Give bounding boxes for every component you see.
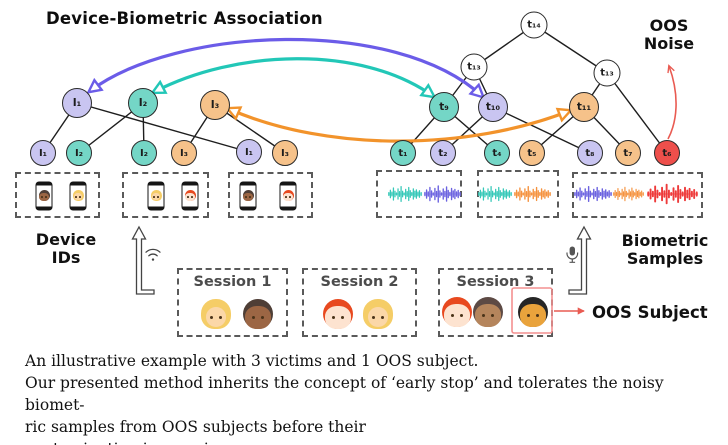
device-group-1-box <box>15 172 100 218</box>
node-t6-oos: t₆ <box>654 140 680 166</box>
face-dark-skinned-man-icon <box>242 189 254 201</box>
waveform-orange-icon <box>514 185 551 203</box>
face-blonde-woman-icon <box>201 299 231 329</box>
phone-icon-red-man-1 <box>181 181 199 211</box>
upload-arrow-right <box>568 225 592 295</box>
face-blonde-woman-icon <box>150 189 162 201</box>
figure-caption: An illustrative example with 3 victims a… <box>25 350 728 445</box>
node-device-leaf-I2b: I₂ <box>131 140 157 166</box>
wifi-icon <box>145 248 161 261</box>
node-device-leaf-I1a: I₁ <box>30 140 56 166</box>
figure-title: Device-Biometric Association <box>46 9 323 28</box>
device-ids-label: Device IDs <box>35 230 97 267</box>
phone-icon-blonde-woman-2 <box>147 181 165 211</box>
association-arrow-teal <box>154 57 433 96</box>
node-t13-right: t₁₃ <box>593 59 621 87</box>
face-red-haired-man-icon <box>282 189 294 201</box>
node-device-leaf-I2a: I₂ <box>66 140 92 166</box>
oos-noise-label: OOS Noise <box>643 16 695 53</box>
device-group-3-box <box>228 172 313 218</box>
device-group-2-box <box>122 172 209 218</box>
node-t1: t₁ <box>390 140 416 166</box>
waveform-purple-icon <box>424 185 461 203</box>
node-device-cluster-I1: I₁ <box>62 88 92 118</box>
node-t8: t₈ <box>577 140 603 166</box>
session-2-title: Session 2 <box>320 274 399 290</box>
node-device-leaf-I3a: I₃ <box>171 140 197 166</box>
biometric-tree-edges <box>402 24 668 154</box>
biometric-samples-label: Biometric Samples <box>621 231 709 268</box>
face-oos-subject-man-icon <box>518 297 548 327</box>
session-1-title: Session 1 <box>193 274 272 290</box>
microphone-icon <box>566 246 579 263</box>
waveform-orange-icon <box>613 186 644 202</box>
node-t10: t₁₀ <box>478 92 508 122</box>
phone-icon-dark-man-2 <box>239 181 257 211</box>
face-brown-haired-man-icon <box>473 297 503 327</box>
node-t14: t₁₄ <box>520 11 548 39</box>
node-t4: t₄ <box>484 140 510 166</box>
node-device-leaf-I3b: I₃ <box>272 140 298 166</box>
waveform-purple-icon <box>574 185 612 203</box>
node-t13-left: t₁₃ <box>460 53 488 81</box>
caption-line: An illustrative example with 3 victims a… <box>25 352 479 370</box>
association-arrow-purple <box>90 37 482 96</box>
session-3-box: Session 3 <box>438 268 553 337</box>
face-dark-skinned-man-icon <box>243 299 273 329</box>
face-blonde-woman-icon <box>72 189 84 201</box>
session-2-box: Session 2 <box>302 268 417 337</box>
face-red-haired-man-icon <box>184 189 196 201</box>
node-t7: t₇ <box>615 140 641 166</box>
waveform-teal-icon <box>478 185 512 203</box>
node-device-cluster-I2: I₂ <box>128 88 158 118</box>
oos-subject-label: OOS Subject <box>592 303 708 322</box>
session-3-title: Session 3 <box>456 274 535 290</box>
biometric-group-3-box <box>572 172 703 218</box>
face-dark-skinned-man-icon <box>38 189 50 201</box>
caption-line: contamination in merging. <box>25 438 728 445</box>
phone-icon-dark-man-1 <box>35 181 53 211</box>
upload-arrow-left <box>131 225 155 295</box>
face-red-haired-man-icon <box>323 299 353 329</box>
caption-line: Our presented method inherits the concep… <box>25 374 664 414</box>
waveform-red-icon <box>647 183 698 205</box>
node-device-cluster-I3: I₃ <box>200 90 230 120</box>
node-device-leaf-I1b: I₁ <box>236 139 262 165</box>
node-t2: t₂ <box>430 140 456 166</box>
phone-icon-blonde-woman-1 <box>69 181 87 211</box>
oos-noise-arrow <box>667 66 677 140</box>
waveform-teal-icon <box>388 185 422 203</box>
biometric-group-1-box <box>376 170 462 218</box>
node-t9: t₉ <box>429 92 459 122</box>
phone-icon-red-man-2 <box>279 181 297 211</box>
face-blonde-woman-icon <box>363 299 393 329</box>
association-arrow-orange <box>229 109 569 143</box>
session-1-box: Session 1 <box>177 268 288 337</box>
face-red-haired-man-icon <box>442 297 472 327</box>
node-t5: t₅ <box>519 140 545 166</box>
caption-line: ric samples from OOS subjects before the… <box>25 418 366 436</box>
node-t11: t₁₁ <box>569 92 599 122</box>
